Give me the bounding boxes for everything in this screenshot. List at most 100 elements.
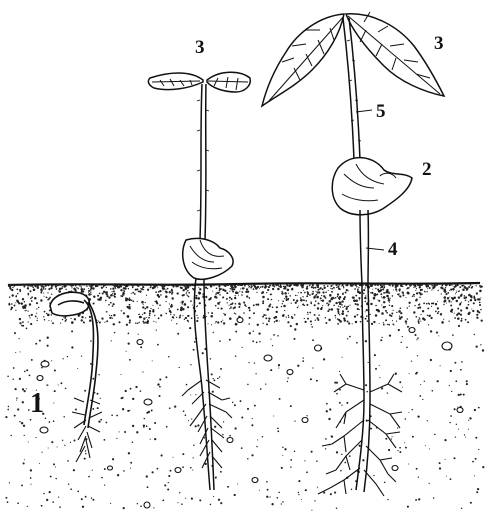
- soil-speckle-dot: [222, 320, 223, 321]
- soil-speckle-dot: [219, 285, 220, 286]
- soil-speckle-dot: [165, 290, 167, 292]
- soil-speckle-dot: [315, 320, 316, 321]
- soil-speckle-dot: [141, 301, 144, 304]
- soil-speckle-dot: [375, 314, 378, 317]
- soil-speckle-dot: [411, 360, 412, 361]
- soil-speckle-dot: [276, 311, 278, 313]
- soil-speckle-dot: [335, 302, 337, 304]
- soil-speckle-dot: [397, 427, 398, 428]
- soil-speckle-dot: [100, 299, 102, 301]
- soil-speckle-dot: [362, 459, 364, 461]
- soil-speckle-dot: [470, 299, 472, 301]
- soil-speckle-dot: [437, 307, 439, 309]
- soil-speckle-dot: [337, 284, 338, 285]
- soil-speckle-dot: [381, 296, 382, 297]
- soil-speckle-dot: [111, 291, 112, 292]
- soil-speckle-dot: [330, 288, 331, 289]
- soil-speckle-dot: [253, 288, 255, 290]
- soil-speckle-dot: [48, 320, 49, 321]
- soil-speckle-dot: [253, 285, 254, 286]
- soil-speckle-dot: [375, 284, 377, 286]
- soil-speckle-dot: [388, 299, 391, 302]
- soil-speckle-dot: [466, 307, 469, 310]
- soil-speckle-dot: [268, 305, 270, 307]
- soil-speckle-dot: [21, 302, 23, 304]
- soil-speckle-dot: [450, 478, 452, 480]
- soil-speckle-dot: [83, 288, 85, 290]
- soil-speckle-dot: [256, 446, 257, 447]
- soil-speckle-dot: [300, 299, 303, 302]
- soil-speckle-dot: [81, 288, 84, 291]
- soil-speckle-dot: [365, 287, 366, 288]
- soil-speckle-dot: [452, 288, 455, 291]
- soil-speckle-dot: [154, 422, 156, 424]
- soil-speckle-dot: [171, 285, 172, 286]
- soil-speckle-dot: [31, 300, 33, 302]
- soil-speckle-dot: [254, 405, 256, 407]
- soil-speckle-dot: [213, 496, 214, 497]
- soil-speckle-dot: [441, 293, 442, 294]
- soil-speckle-dot: [89, 319, 91, 321]
- soil-speckle-dot: [51, 441, 53, 443]
- soil-speckle-dot: [387, 499, 388, 500]
- soil-speckle-dot: [419, 286, 421, 288]
- soil-speckle-dot: [395, 373, 397, 375]
- soil-speckle-dot: [195, 297, 197, 299]
- soil-speckle-dot: [65, 284, 66, 285]
- soil-speckle-dot: [302, 296, 303, 297]
- soil-speckle-dot: [106, 422, 108, 424]
- soil-speckle-dot: [471, 308, 472, 309]
- soil-speckle-dot: [159, 386, 161, 388]
- soil-speckle-dot: [425, 445, 426, 446]
- soil-speckle-dot: [35, 316, 37, 318]
- soil-speckle-dot: [296, 300, 298, 302]
- soil-speckle-dot: [336, 284, 338, 286]
- soil-speckle-dot: [471, 297, 473, 299]
- soil-speckle-dot: [162, 500, 164, 502]
- soil-speckle-dot: [427, 288, 428, 289]
- soil-speckle-dot: [403, 293, 404, 294]
- soil-speckle-dot: [430, 330, 432, 332]
- soil-speckle-dot: [26, 328, 28, 330]
- soil-speckle-dot: [106, 293, 108, 295]
- soil-speckle-dot: [289, 295, 291, 297]
- soil-speckle-dot: [458, 291, 459, 292]
- soil-speckle-dot: [428, 303, 430, 305]
- soil-speckle-dot: [419, 303, 420, 304]
- soil-speckle-dot: [58, 496, 59, 497]
- soil-speckle-dot: [36, 308, 37, 309]
- soil-speckle-dot: [380, 339, 382, 341]
- soil-speckle-dot: [441, 321, 444, 324]
- soil-speckle-dot: [171, 292, 173, 294]
- soil-speckle-dot: [165, 301, 166, 302]
- soil-speckle-dot: [302, 284, 304, 286]
- soil-speckle-dot: [179, 367, 180, 368]
- soil-speckle-dot: [353, 284, 354, 285]
- soil-speckle-dot: [162, 289, 163, 290]
- soil-speckle-dot: [265, 284, 267, 286]
- soil-speckle-dot: [328, 418, 330, 420]
- seedling-stage-3: [262, 12, 444, 496]
- soil-speckle-dot: [320, 287, 322, 289]
- soil-speckle-dot: [284, 310, 285, 311]
- soil-speckle-dot: [396, 312, 397, 313]
- soil-speckle-dot: [14, 305, 16, 307]
- soil-speckle-dot: [431, 285, 433, 287]
- soil-speckle-dot: [151, 410, 153, 412]
- soil-speckle-dot: [306, 286, 308, 288]
- soil-speckle-dot: [311, 286, 313, 288]
- soil-speckle-dot: [342, 357, 343, 358]
- soil-speckle-dot: [132, 287, 134, 289]
- soil-speckle-dot: [192, 285, 193, 286]
- soil-speckle-dot: [21, 484, 23, 486]
- soil-speckle-dot: [254, 362, 255, 363]
- soil-speckle-dot: [474, 409, 476, 411]
- soil-speckle-dot: [472, 286, 474, 288]
- soil-speckle-dot: [347, 311, 349, 313]
- soil-speckle-dot: [140, 390, 142, 392]
- soil-speckle-dot: [97, 295, 99, 297]
- soil-speckle-dot: [16, 289, 18, 291]
- soil-speckle-dot: [136, 431, 138, 433]
- soil-speckle-dot: [365, 295, 366, 296]
- soil-speckle-dot: [54, 390, 56, 392]
